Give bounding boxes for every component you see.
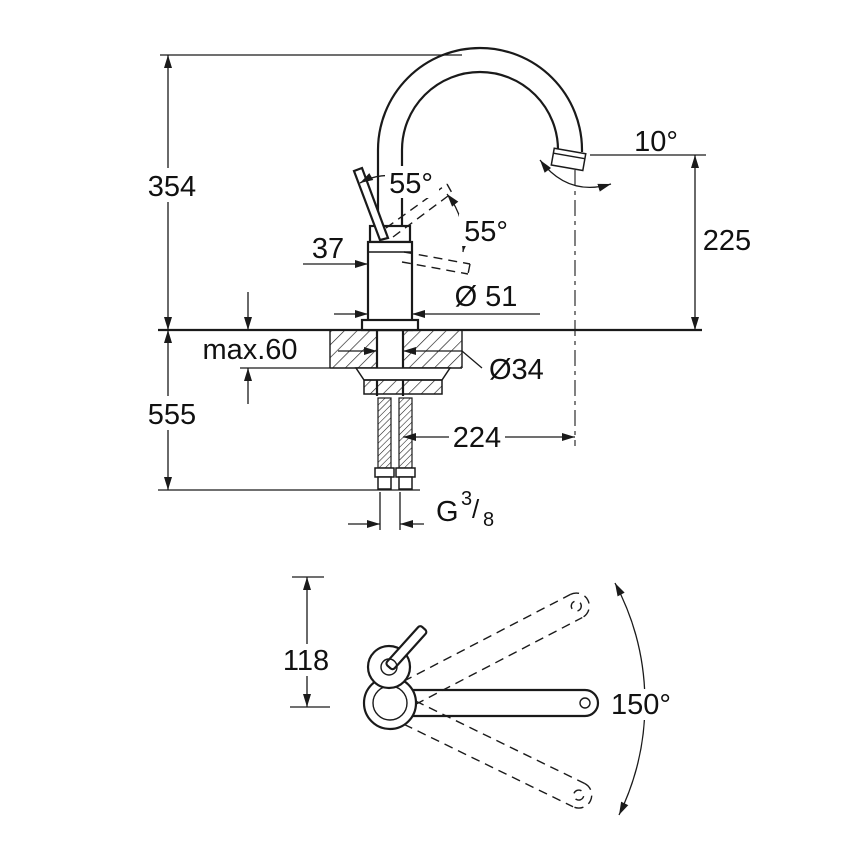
- angle-10: 10°: [539, 126, 678, 192]
- angle-150-label: 150°: [611, 689, 671, 721]
- angle-150: 150°: [603, 582, 681, 816]
- dimension-118: 118: [277, 576, 337, 708]
- hose-connector-left: [377, 476, 392, 490]
- lever-dashed-lowered: [401, 251, 471, 275]
- top-view: 118 150°: [277, 576, 681, 816]
- spout-dashed-lower-position: [403, 700, 593, 809]
- counter-slab-outline: [329, 330, 463, 369]
- dimension-354: 354: [144, 55, 202, 330]
- dimension-224: 224: [403, 421, 575, 454]
- dimension-dia-34: Ø34: [338, 347, 544, 386]
- dimension-37: 37: [303, 233, 368, 268]
- spout-arm-top: [393, 688, 600, 718]
- side-view: 354 555 37 55° 55° Ø 51: [144, 46, 751, 531]
- angle-55-upper-label: 55°: [389, 168, 433, 200]
- dimension-225: 225: [590, 154, 751, 330]
- dim-37-label: 37: [312, 233, 344, 265]
- spout-outlet: [550, 147, 587, 172]
- base-escutcheon: [360, 318, 420, 332]
- dim-224-label: 224: [453, 422, 501, 454]
- mounting-nut: [363, 379, 443, 395]
- angle-10-label: 10°: [634, 126, 678, 158]
- dia-34-label: Ø34: [489, 354, 544, 386]
- spout-inner-profile: [400, 70, 560, 230]
- lever-top: [385, 625, 428, 671]
- thread-prefix-label: G: [436, 496, 459, 528]
- mousseur-detail-line: [553, 152, 586, 160]
- mounting-flange: [354, 367, 452, 381]
- dim-354-label: 354: [148, 171, 196, 203]
- supply-hose-right: [398, 397, 413, 469]
- spout-outer-profile: [376, 46, 584, 230]
- hose-connector-right: [398, 476, 413, 490]
- spout-dashed-upper-position: [403, 592, 590, 705]
- hose-fitting-right: [395, 467, 416, 478]
- dimension-dia-51: Ø 51: [334, 281, 540, 318]
- dimension-thread-g38: G 3 / 8: [348, 488, 494, 531]
- hose-fitting-left: [374, 467, 395, 478]
- dim-225-label: 225: [703, 225, 751, 257]
- angle-55-lower: 55°: [446, 193, 515, 253]
- dim-118-label: 118: [283, 645, 329, 677]
- lever-hub-circle: [380, 658, 398, 676]
- counter-hatch-right: [403, 331, 462, 368]
- mousseur: [550, 147, 587, 172]
- max-60-label: max.60: [202, 334, 297, 366]
- dia-51-label: Ø 51: [455, 281, 518, 313]
- thread-numerator-label: 3: [461, 488, 472, 510]
- counter-hatch-left: [330, 331, 377, 368]
- angle-55-lower-label: 55°: [464, 216, 508, 248]
- angle-55-upper: 55°: [359, 166, 439, 200]
- dimension-max-60: max.60: [198, 292, 330, 404]
- dimension-555: 555: [144, 330, 202, 490]
- faucet-body: [366, 240, 414, 332]
- thread-separator-label: /: [472, 494, 480, 524]
- thread-denominator-label: 8: [483, 509, 494, 531]
- supply-hose-left: [377, 397, 392, 469]
- dim-555-label: 555: [148, 399, 196, 431]
